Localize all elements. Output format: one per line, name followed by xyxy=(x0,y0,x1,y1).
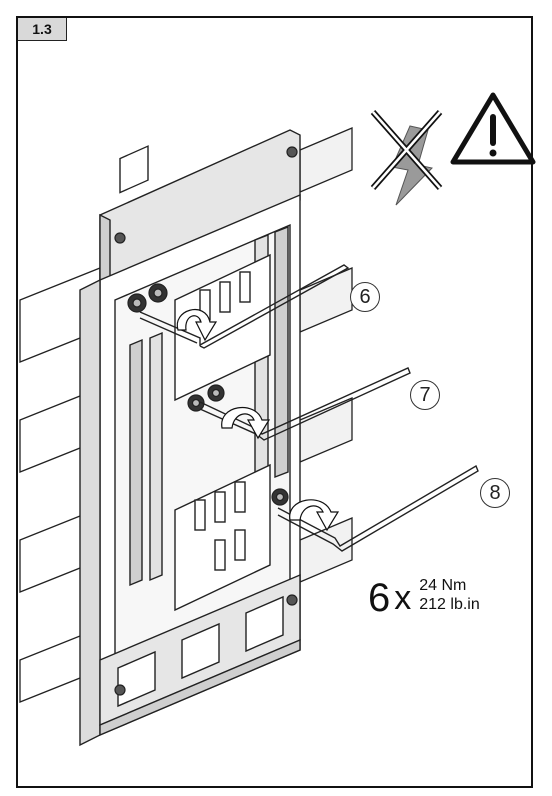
callout-6: 6 xyxy=(350,282,380,312)
callout-7: 7 xyxy=(410,380,440,410)
caution-triangle-icon xyxy=(450,92,536,165)
torque-values: 24 Nm 212 lb.in xyxy=(419,576,480,614)
torque-spec: 6 x 24 Nm 212 lb.in xyxy=(368,576,480,620)
step-number-badge: 1.3 xyxy=(18,18,67,41)
no-voltage-crossed-lightning-icon xyxy=(370,110,443,206)
torque-quantity: 6 xyxy=(368,576,391,620)
switchgear-unit xyxy=(79,129,301,747)
torque-imperial: 212 lb.in xyxy=(419,596,480,613)
callout-8: 8 xyxy=(480,478,510,508)
bolt-heads xyxy=(114,146,298,696)
torque-metric: 24 Nm xyxy=(419,577,467,594)
tightening-arrows xyxy=(176,309,340,532)
torque-multiplier: x xyxy=(394,579,412,617)
